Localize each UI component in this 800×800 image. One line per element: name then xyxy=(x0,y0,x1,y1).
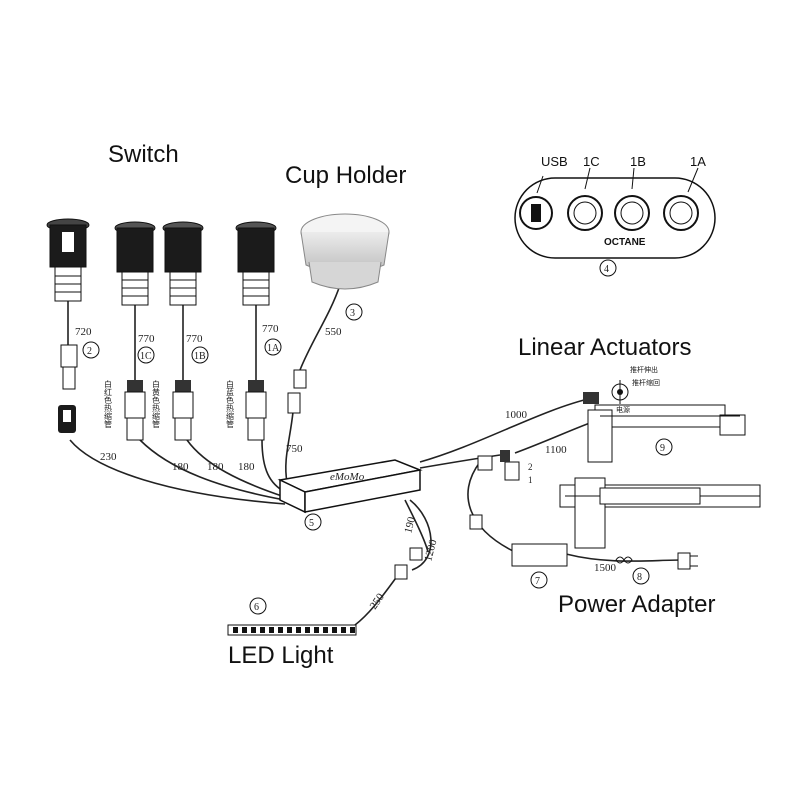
circled-3: 3 xyxy=(345,303,363,321)
cable-switch-1c xyxy=(139,439,286,501)
cup-holder xyxy=(287,213,390,414)
pin-1: 1 xyxy=(528,475,533,485)
svg-text:1B: 1B xyxy=(194,351,206,362)
cable-led-1 xyxy=(404,499,429,553)
dim-b-len: 770 xyxy=(186,333,203,345)
label-switch: Switch xyxy=(108,141,179,168)
led-dot xyxy=(350,627,355,633)
act-note-3: 电源 xyxy=(616,405,630,414)
cable-actuator-2 xyxy=(419,454,501,469)
circled-9: 9 xyxy=(655,438,673,456)
circled-1a: 1A xyxy=(264,338,282,356)
label-power-adapter: Power Adapter xyxy=(558,591,715,618)
dim-a-len: 770 xyxy=(262,323,279,335)
led-dot xyxy=(233,627,238,633)
led-dot xyxy=(260,627,265,633)
svg-text:1C: 1C xyxy=(140,351,152,362)
tube-1b-note: 白黄色热缩管 xyxy=(152,379,161,429)
panel-1c-label: 1C xyxy=(583,154,600,169)
tube-1c-note: 白红色热缩管 xyxy=(104,379,113,429)
cable-mains xyxy=(565,553,683,562)
label-linear-actuators: Linear Actuators xyxy=(518,334,691,361)
control-panel: OCTANE USB 1C 1B 1A xyxy=(514,154,716,259)
dim-adapter: 1500 xyxy=(594,562,617,574)
act-note-1: 推杆伸出 xyxy=(630,365,658,374)
svg-text:5: 5 xyxy=(309,518,314,529)
dim-usb-cable: 230 xyxy=(100,451,117,463)
cable-switch-1b xyxy=(186,439,286,498)
led-dot xyxy=(341,627,346,633)
label-led-light: LED Light xyxy=(228,642,334,669)
circled-1b: 1B xyxy=(191,346,209,364)
usb-socket xyxy=(46,218,90,433)
cable-led-3 xyxy=(354,574,399,626)
led-dot xyxy=(287,627,292,633)
dim-b-cable: 180 xyxy=(207,461,224,473)
led-dot xyxy=(242,627,247,633)
dim-act2: 1100 xyxy=(545,444,567,456)
cable-led-2 xyxy=(409,499,432,571)
panel-usb-label: USB xyxy=(541,154,568,169)
led-dot xyxy=(278,627,283,633)
control-box: eMoMo xyxy=(277,459,423,514)
cable-cup xyxy=(284,411,294,483)
panel-1b-label: 1B xyxy=(630,154,646,169)
dim-led1: 190 xyxy=(402,515,418,535)
actuator-lower xyxy=(559,477,761,549)
svg-text:3: 3 xyxy=(350,308,355,319)
actuator-upper xyxy=(583,392,746,463)
pin-2: 2 xyxy=(528,462,533,472)
circled-2: 2 xyxy=(82,341,100,359)
dim-act1: 1000 xyxy=(505,409,528,421)
switch-1a xyxy=(235,221,277,441)
act-note-2: 推杆缩回 xyxy=(632,378,660,387)
led-dot xyxy=(305,627,310,633)
circled-7: 7 xyxy=(530,571,548,589)
switch-1b xyxy=(162,221,204,441)
dim-a-cable: 180 xyxy=(238,461,255,473)
led-dot xyxy=(314,627,319,633)
led-dot xyxy=(251,627,256,633)
actuator-remote xyxy=(611,380,629,404)
circled-1c: 1C xyxy=(137,346,155,364)
tube-1a-note: 白蓝色热缩管 xyxy=(226,379,235,429)
led-strip xyxy=(227,547,423,636)
circled-6: 6 xyxy=(249,597,267,615)
cable-adapter xyxy=(467,461,516,553)
power-adapter xyxy=(469,514,698,570)
cable-usb xyxy=(69,439,286,505)
lead-cup xyxy=(299,284,341,371)
panel-1a-label: 1A xyxy=(690,154,706,169)
led-dot xyxy=(332,627,337,633)
svg-text:1A: 1A xyxy=(267,343,280,354)
svg-text:9: 9 xyxy=(660,443,665,454)
svg-text:6: 6 xyxy=(254,602,259,613)
dim-c-len: 770 xyxy=(138,333,155,345)
led-dot xyxy=(296,627,301,633)
box-brand: eMoMo xyxy=(330,471,365,483)
cable-actuator-1 xyxy=(419,397,593,463)
circled-8: 8 xyxy=(632,567,650,585)
led-dot xyxy=(323,627,328,633)
circled-5: 5 xyxy=(304,513,322,531)
dim-usb-len: 720 xyxy=(75,326,92,338)
dim-cup-len: 550 xyxy=(325,326,342,338)
led-dot xyxy=(269,627,274,633)
svg-text:7: 7 xyxy=(535,576,540,587)
dim-cup-cable: 750 xyxy=(286,443,303,455)
dim-c-cable: 180 xyxy=(172,461,189,473)
dim-led2: 1200 xyxy=(422,538,439,563)
svg-text:4: 4 xyxy=(604,264,609,275)
svg-text:8: 8 xyxy=(637,572,642,583)
connector-pin xyxy=(477,450,520,481)
svg-text:2: 2 xyxy=(87,346,92,357)
label-cup-holder: Cup Holder xyxy=(285,162,406,189)
switch-1c xyxy=(114,221,156,441)
circled-4: 4 xyxy=(599,259,617,277)
panel-brand: OCTANE xyxy=(604,237,646,248)
